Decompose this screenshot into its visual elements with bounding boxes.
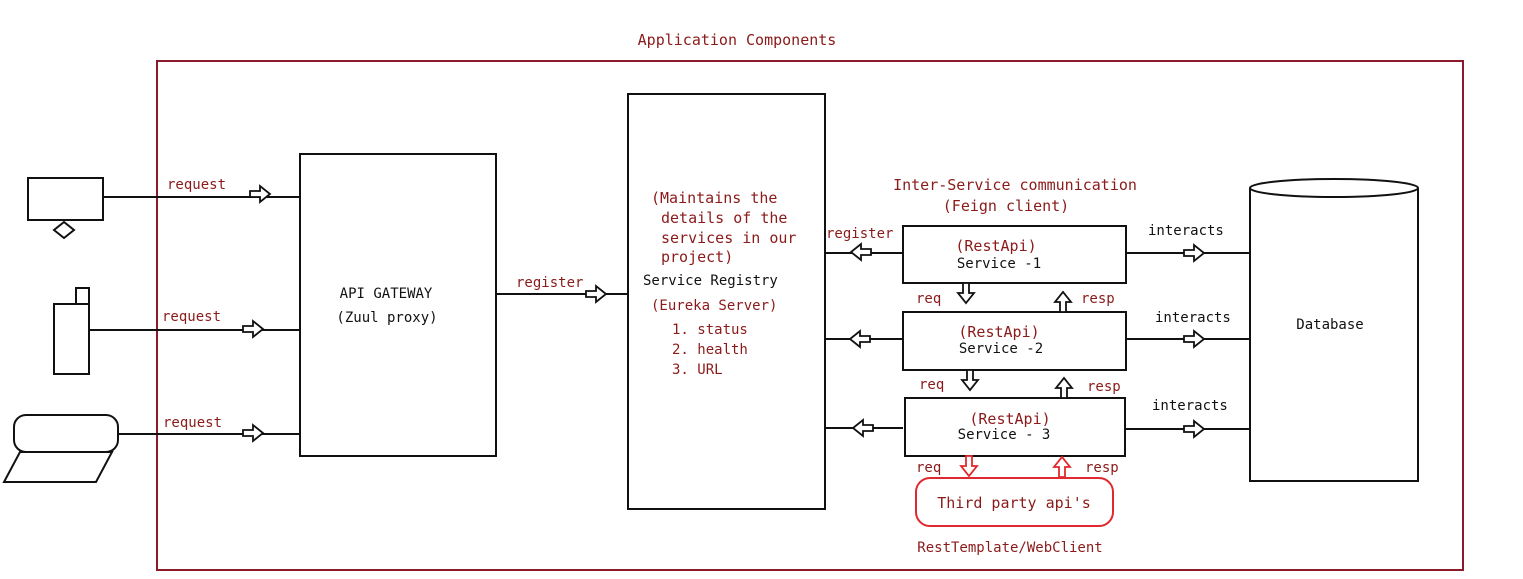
register-arrow-left-icon — [849, 330, 871, 348]
req-label: req — [919, 377, 944, 393]
interacts-label: interacts — [1152, 398, 1228, 414]
registry-name: Service Registry — [643, 273, 778, 289]
interacts-label: interacts — [1148, 223, 1224, 239]
gateway-register-label: register — [516, 275, 583, 291]
service-1-box — [902, 225, 1127, 284]
registry-note-line: (Maintains the — [651, 189, 777, 207]
req-arrow-down-icon — [961, 369, 979, 391]
request-label: request — [162, 309, 221, 325]
service-2-box — [902, 311, 1127, 371]
register-arrow-left-icon — [850, 243, 872, 261]
service-register-label: register — [826, 226, 893, 242]
api-gateway-sub: (Zuul proxy) — [336, 310, 437, 326]
resp-label: resp — [1081, 291, 1115, 307]
service-1-name: Service -1 — [957, 256, 1041, 272]
api-gateway-name: API GATEWAY — [340, 286, 433, 302]
laptop-client-icon — [2, 414, 119, 483]
registry-sub: (Eureka Server) — [651, 298, 777, 314]
interacts-arrow-icon — [1183, 330, 1205, 348]
registry-item: 1. status — [672, 322, 748, 338]
third-party-api-label: Third party api's — [937, 494, 1091, 512]
registry-note-line: services in our — [661, 229, 796, 247]
interacts-label: interacts — [1155, 310, 1231, 326]
req-label: req — [916, 291, 941, 307]
third-party-resp-arrow-icon — [1053, 456, 1071, 478]
request-label: request — [167, 177, 226, 193]
service-3-box — [904, 397, 1126, 457]
interacts-arrow-icon — [1183, 420, 1205, 438]
registry-item: 2. health — [672, 342, 748, 358]
third-party-api-box — [915, 477, 1114, 527]
register-arrow-left-icon — [852, 419, 874, 437]
database-cylinder — [1249, 178, 1419, 482]
register-arrow-icon — [585, 285, 607, 303]
desktop-client-icon — [27, 177, 104, 240]
interacts-arrow-icon — [1183, 244, 1205, 262]
registry-note-line: details of the — [661, 209, 787, 227]
application-frame — [156, 60, 1464, 571]
request-arrow-icon — [249, 185, 271, 203]
database-label: Database — [1296, 317, 1363, 333]
service-2-api: (RestApi) — [958, 323, 1039, 341]
third-party-req-arrow-icon — [960, 455, 978, 477]
third-party-req-label: req — [916, 460, 941, 476]
service-1-api: (RestApi) — [955, 237, 1036, 255]
registry-item: 3. URL — [672, 362, 723, 378]
request-arrow-icon — [242, 424, 264, 442]
service-registry-box — [627, 93, 826, 510]
request-arrow-icon — [242, 320, 264, 338]
inter-service-title: Inter-Service communication — [893, 176, 1137, 194]
resp-label: resp — [1087, 379, 1121, 395]
service-3-api: (RestApi) — [969, 410, 1050, 428]
resp-arrow-up-icon — [1054, 291, 1072, 313]
inter-service-sub: (Feign client) — [943, 197, 1069, 215]
diagram-title: Application Components — [638, 31, 837, 49]
third-party-client-label: RestTemplate/WebClient — [917, 540, 1102, 556]
service-3-name: Service - 3 — [958, 427, 1051, 443]
third-party-resp-label: resp — [1085, 460, 1119, 476]
service-2-name: Service -2 — [959, 341, 1043, 357]
request-label: request — [163, 415, 222, 431]
registry-note-line: project) — [661, 248, 733, 266]
req-arrow-down-icon — [957, 282, 975, 304]
api-gateway-box — [299, 153, 497, 457]
mobile-client-icon — [53, 287, 90, 375]
resp-arrow-up-icon — [1055, 377, 1073, 399]
